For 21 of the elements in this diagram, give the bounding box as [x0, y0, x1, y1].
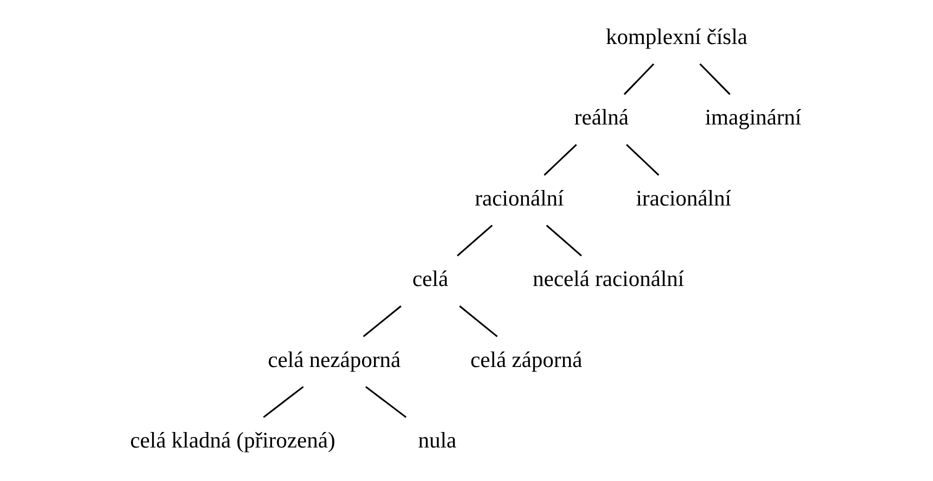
connector: [263, 386, 304, 418]
node-text: celá záporná: [470, 346, 582, 372]
connector: [459, 305, 498, 338]
connector: [365, 386, 407, 418]
connector: [626, 144, 660, 176]
node-text: celá nezáporná: [268, 346, 401, 372]
node-text: celá kladná (přirozená): [130, 428, 336, 453]
connector: [544, 144, 577, 176]
node-text: komplexní čísla: [606, 24, 748, 50]
node-text: reálná: [574, 104, 629, 130]
connector: [699, 63, 731, 95]
node-text: imaginární: [704, 104, 802, 130]
connector: [624, 63, 654, 95]
node-text: necelá racionální: [532, 266, 684, 292]
connector: [546, 224, 582, 256]
node-text: racionální: [474, 185, 564, 210]
node-text: nula: [418, 428, 456, 453]
connector: [362, 305, 402, 338]
node-text: celá: [412, 266, 448, 292]
connector: [456, 224, 493, 256]
node-text: iracionální: [636, 185, 732, 210]
